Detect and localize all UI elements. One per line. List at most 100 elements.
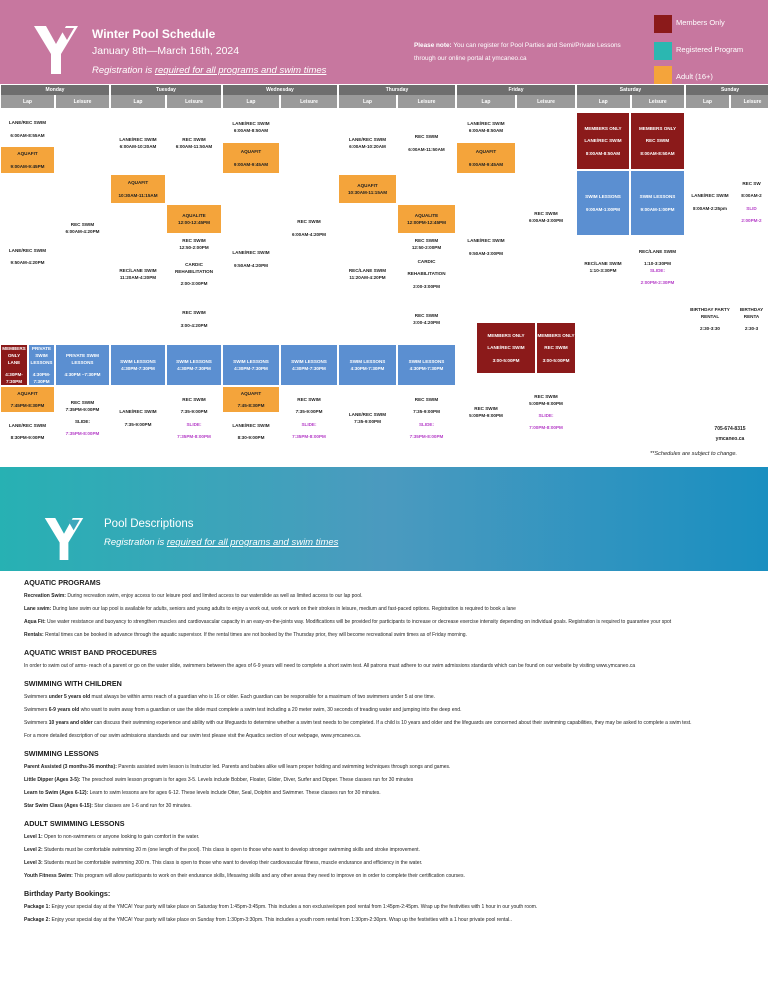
leisure-col-wednesday: Leisure: [281, 95, 337, 108]
legend-adult-label: Adult (16+): [676, 72, 713, 81]
please-note: Please note: You can register for Pool P…: [414, 42, 621, 62]
day-header-tuesday: Tuesday: [111, 85, 221, 95]
registration-link[interactable]: required for all programs and swim times: [166, 537, 339, 548]
leisure-col-thursday: Leisure: [398, 95, 455, 108]
legend-members-swatch: [654, 15, 672, 33]
description-paragraph: Level 2: Students must be comfortable sw…: [24, 847, 420, 853]
section-heading: AQUATIC PROGRAMS: [24, 578, 101, 587]
leisure-col-sunday: Leisure: [731, 95, 768, 108]
description-paragraph: Rentals: Rental times can be booked in a…: [24, 632, 467, 638]
pool-descriptions-registration: Registration is required for all program…: [104, 537, 339, 548]
description-paragraph: Youth Fitness Swim: This program will al…: [24, 873, 465, 879]
lap-col-thursday: Lap: [339, 95, 396, 108]
description-paragraph: Swimmers under 5 years old must always b…: [24, 694, 436, 700]
lap-col-saturday: Lap: [577, 95, 630, 108]
section-heading: AQUATIC WRIST BAND PROCEDURES: [24, 648, 157, 657]
description-paragraph: Little Dipper (Ages 3-5): The preschool …: [24, 777, 414, 783]
ymca-logo: [44, 518, 84, 560]
registration-link[interactable]: required for all programs and swim times: [154, 65, 327, 76]
leisure-col-saturday: Leisure: [631, 95, 684, 108]
day-header-sunday: Sunday: [686, 85, 768, 95]
section-heading: Birthday Party Bookings:: [24, 889, 111, 898]
pool-descriptions-banner: [0, 467, 768, 571]
leisure-col-friday: Leisure: [517, 95, 575, 108]
leisure-col-monday: Leisure: [56, 95, 109, 108]
section-heading: SWIMMING WITH CHILDREN: [24, 679, 122, 688]
legend-adult-swatch: [654, 66, 672, 84]
description-paragraph: Lane swim: During lane swim our lap pool…: [24, 606, 516, 612]
lap-col-tuesday: Lap: [111, 95, 165, 108]
day-header-monday: Monday: [1, 85, 109, 95]
description-paragraph: Level 3: Students must be comfortable sw…: [24, 860, 423, 866]
legend-registered-swatch: [654, 42, 672, 60]
day-header-friday: Friday: [457, 85, 575, 95]
schedule-footnote: **Schedules are subject to change.: [650, 451, 738, 457]
schedule-header: [0, 0, 768, 84]
day-header-saturday: Saturday: [577, 85, 684, 95]
description-paragraph: Swimmers 10 years and older can discuss …: [24, 720, 692, 726]
description-paragraph: Swimmers 6-9 years old who want to swim …: [24, 707, 462, 713]
legend-members-label: Members Only: [676, 18, 725, 27]
legend-registered-label: Registered Program: [676, 45, 744, 54]
section-heading: ADULT SWIMMING LESSONS: [24, 819, 125, 828]
leisure-col-tuesday: Leisure: [167, 95, 221, 108]
description-paragraph: Star Swim Class (Ages 6-15): Star classe…: [24, 803, 192, 809]
description-paragraph: Aqua Fit: Use water resistance and buoya…: [24, 619, 672, 625]
description-paragraph: Recreation Swim: During recreation swim,…: [24, 593, 363, 599]
description-paragraph: Package 2: Enjoy your special day at the…: [24, 917, 513, 923]
schedule-dates: January 8th—March 16th, 2024: [92, 45, 240, 57]
description-paragraph: Level 1: Open to non-swimmers or anyone …: [24, 834, 200, 840]
pool-descriptions-title: Pool Descriptions: [104, 518, 194, 530]
registration-note: Registration is required for all program…: [92, 65, 327, 76]
contact-website[interactable]: ymcaneo.ca: [715, 436, 745, 442]
lap-col-wednesday: Lap: [223, 95, 279, 108]
pool-descriptions: AQUATIC PROGRAMS Recreation Swim: During …: [24, 578, 754, 929]
section-heading: SWIMMING LESSONS: [24, 749, 99, 758]
